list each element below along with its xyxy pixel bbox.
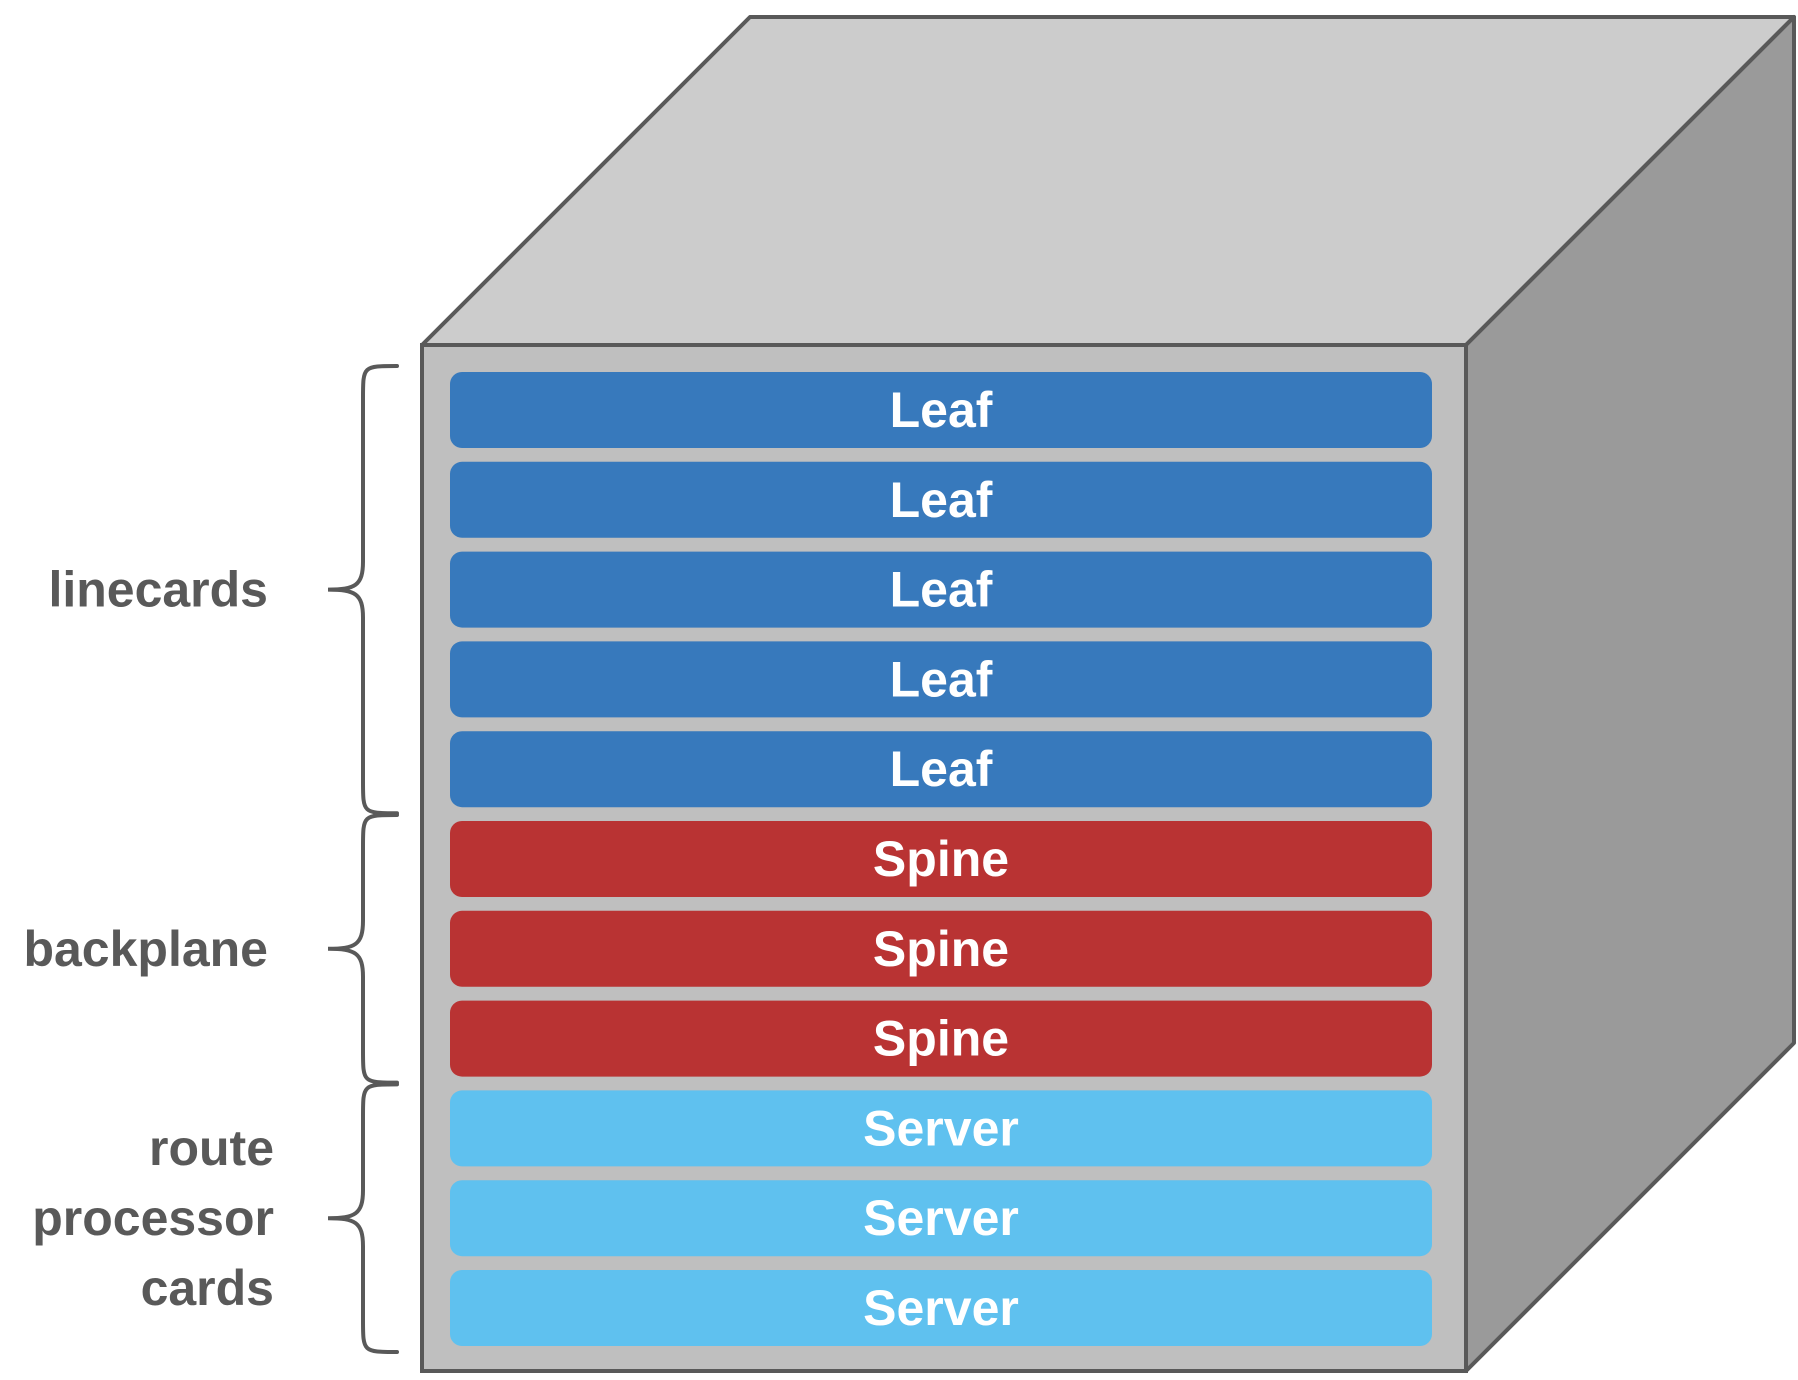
groups-layer: linecards backplane route processor cards — [23, 364, 399, 1354]
group-label: route — [149, 1120, 274, 1176]
card-leaf: Leaf — [450, 551, 1432, 628]
card-label: Server — [863, 1280, 1019, 1336]
card-slot — [450, 1000, 1432, 1077]
card-label: Leaf — [890, 382, 993, 438]
card-leaf: Leaf — [450, 461, 1432, 538]
card-label: Leaf — [890, 472, 993, 528]
group-label: linecards — [48, 562, 268, 618]
cards-layer: LeafLeafLeafLeafLeafSpineSpineSpineServe… — [450, 372, 1432, 1346]
card-slot — [450, 641, 1432, 718]
card-label: Spine — [873, 1011, 1009, 1067]
card-label: Leaf — [890, 651, 993, 707]
card-spine: Spine — [450, 1000, 1432, 1077]
curly-brace-icon — [327, 364, 399, 816]
card-slot — [450, 821, 1432, 897]
group-label: backplane — [23, 921, 268, 977]
group-backplane: backplane — [23, 813, 399, 1085]
card-slot — [450, 1270, 1432, 1346]
card-slot — [450, 1090, 1432, 1167]
card-label: Server — [863, 1190, 1019, 1246]
card-label: Spine — [873, 831, 1009, 887]
card-label: Server — [863, 1100, 1019, 1156]
card-slot — [450, 372, 1432, 448]
card-server: Server — [450, 1180, 1432, 1257]
card-slot — [450, 461, 1432, 538]
card-slot — [450, 731, 1432, 808]
curly-brace-icon — [327, 1082, 399, 1354]
card-spine: Spine — [450, 821, 1432, 897]
group-label: processor — [32, 1190, 274, 1246]
card-label: Spine — [873, 921, 1009, 977]
group-label: cards — [141, 1260, 274, 1316]
card-label: Leaf — [890, 562, 993, 618]
card-slot — [450, 1180, 1432, 1257]
group-linecards: linecards — [48, 364, 399, 816]
group-route-processor-cards: route processor cards — [32, 1082, 399, 1354]
card-slot — [450, 910, 1432, 987]
card-spine: Spine — [450, 910, 1432, 987]
card-leaf: Leaf — [450, 731, 1432, 808]
card-slot — [450, 551, 1432, 628]
card-server: Server — [450, 1270, 1432, 1346]
card-leaf: Leaf — [450, 372, 1432, 448]
card-label: Leaf — [890, 741, 993, 797]
curly-brace-icon — [327, 813, 399, 1085]
card-server: Server — [450, 1090, 1432, 1167]
card-leaf: Leaf — [450, 641, 1432, 718]
